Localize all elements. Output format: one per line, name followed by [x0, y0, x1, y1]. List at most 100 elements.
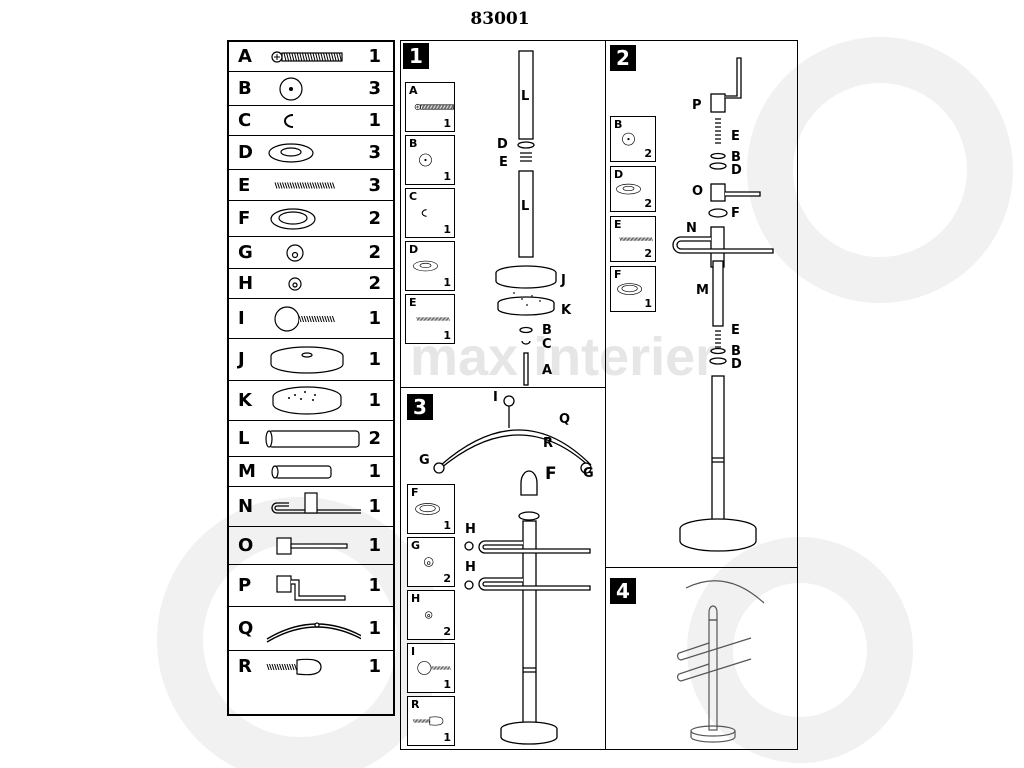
head-knob-icon [413, 716, 444, 726]
ring-nut-icon [270, 208, 316, 230]
part-letter: G [238, 242, 253, 263]
step-4-illustration [677, 580, 765, 743]
mini-part-qty: 2 [644, 247, 652, 260]
step-3-callout: H [465, 560, 476, 575]
step-3-callout: Q [559, 412, 571, 427]
mini-part-letter: D [614, 168, 624, 181]
base-plate-icon [270, 346, 344, 374]
part-quantity: 1 [368, 535, 381, 556]
mini-part-qty: 1 [443, 329, 451, 342]
step-1-callout: L [521, 89, 530, 104]
part-quantity: 3 [368, 142, 381, 163]
step-2-illustration [672, 57, 774, 552]
step-2-callout: E [731, 129, 740, 144]
step-1-callout: K [561, 303, 572, 318]
mini-part-qty: 1 [443, 678, 451, 691]
mini-part-letter: G [411, 539, 421, 552]
mini-part-letter: C [409, 190, 418, 203]
mini-part-letter: I [411, 645, 416, 658]
end-cap-large-icon [423, 557, 434, 567]
step-3-callout: R [543, 436, 554, 451]
part-quantity: 2 [368, 428, 381, 449]
part-letter: P [238, 575, 252, 596]
part-letter: A [238, 46, 252, 67]
mini-part-qty: 2 [443, 625, 451, 638]
short-tube-icon [271, 465, 332, 479]
part-quantity: 2 [368, 208, 381, 229]
ring-nut-icon [415, 503, 441, 515]
step-2-callout: D [731, 357, 742, 372]
end-cap-small-icon [288, 277, 302, 291]
mini-part-letter: H [411, 592, 421, 605]
mini-part-letter: E [614, 218, 622, 231]
part-quantity: 2 [368, 242, 381, 263]
spring-icon [274, 182, 335, 189]
ball-knob-icon [417, 661, 451, 675]
step-2-callout: E [731, 323, 740, 338]
step-1-callout: A [542, 363, 553, 378]
step-1-callout: E [499, 155, 508, 170]
c-clip-icon [284, 114, 294, 128]
part-quantity: 1 [368, 656, 381, 677]
part-quantity: 3 [368, 174, 381, 196]
mini-part-qty: 1 [443, 223, 451, 236]
step-3-badge: 3 [407, 394, 433, 420]
part-letter: D [238, 142, 253, 163]
step-3-callout: I [493, 390, 498, 405]
part-quantity: 1 [368, 110, 381, 131]
hanger-arc-icon [266, 622, 361, 643]
thick-washer-icon [616, 183, 641, 195]
step-3-callout: F [545, 464, 557, 484]
part-quantity: 1 [368, 390, 381, 411]
mini-part-qty: 2 [443, 572, 451, 585]
part-letter: L [238, 428, 250, 449]
screw-icon [271, 51, 343, 63]
mini-part-letter: E [409, 296, 417, 309]
mini-part-qty: 2 [644, 147, 652, 160]
step-1-callout: J [561, 273, 566, 288]
mini-part-qty: 1 [443, 170, 451, 183]
step-1-callout: C [542, 337, 552, 352]
part-quantity: 3 [368, 78, 381, 99]
mini-part-qty: 2 [644, 197, 652, 210]
washer-icon [419, 153, 432, 167]
step-2-callout: B [731, 344, 741, 359]
step-3-illustration [433, 395, 592, 745]
part-quantity: 2 [368, 273, 381, 294]
part-letter: F [238, 208, 251, 229]
mini-part-letter: F [411, 486, 419, 499]
part-letter: B [238, 78, 252, 99]
mini-part-letter: B [409, 137, 418, 150]
part-quantity: 1 [368, 308, 381, 329]
document-title: 83001 [470, 9, 530, 29]
part-letter: E [238, 174, 251, 196]
step-2-callout: B [731, 150, 741, 165]
ball-knob-icon [274, 306, 335, 332]
step-1-callout: D [497, 137, 508, 152]
end-cap-large-icon [286, 244, 304, 262]
step-4-panel: 4 [605, 567, 798, 750]
part-letter: O [238, 535, 254, 556]
part-letter: I [238, 308, 245, 329]
